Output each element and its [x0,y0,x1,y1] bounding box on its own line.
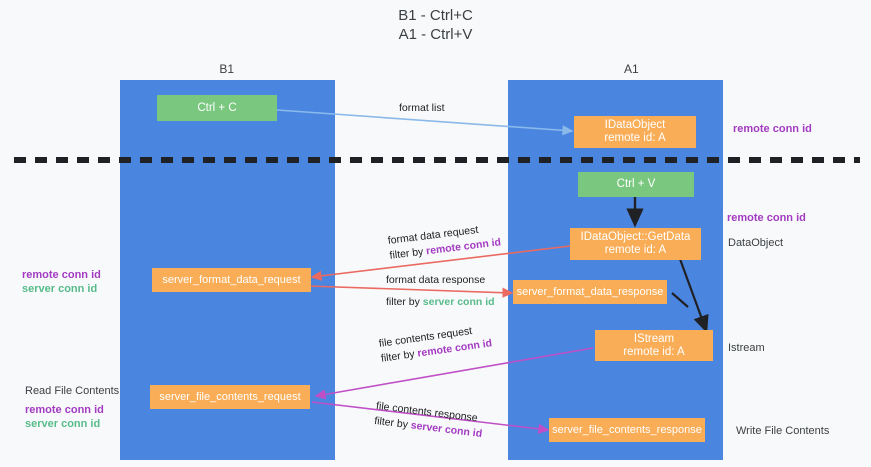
caption-filter-prefix: filter by [388,245,427,262]
box-server-file-contents-request[interactable]: server_file_contents_request [150,385,310,409]
label-left-server-conn-id-2: server conn id [25,418,101,430]
column-header-a1-name: A1 [624,62,639,76]
label-right-data-object: DataObject [728,237,784,249]
page-title: B1 - Ctrl+C A1 - Ctrl+V [398,7,473,43]
box-server-format-data-request[interactable]: server_format_data_request [152,268,311,292]
column-header-b1-name: B1 [219,62,235,76]
box-istream[interactable]: IStream remote id: A [595,330,713,361]
caption-file-contents-request: file contents request filter by remote c… [378,321,493,366]
label-right-remote-conn-id-top: remote conn id [733,123,812,135]
caption-format-data-response: format data response filter by server co… [386,273,495,310]
label-left-server-conn-id: server conn id [22,283,98,295]
box-ctrl-c[interactable]: Ctrl + C [157,95,277,121]
caption-filter-prefix-4: filter by [373,414,412,432]
label-right-istream: Istream [728,342,765,354]
box-get-data[interactable]: IDataObject::GetData remote id: A [570,228,701,260]
box-server-file-contents-response[interactable]: server_file_contents_response [549,418,705,442]
caption-format-data-request: format data request filter by remote con… [387,220,502,263]
caption-filter-prefix-3: filter by [380,347,419,365]
caption-file-contents-response: file contents response filter by server … [373,399,484,442]
label-right-write-file-contents: Write File Contents [736,425,830,437]
label-left-remote-conn-id-2: remote conn id [25,404,104,416]
caption-filter-key-server: server conn id [422,296,495,308]
label-right-remote-conn-id-mid: remote conn id [727,212,806,224]
label-left-read-file-contents: Read File Contents [25,385,120,397]
caption-format-list: format list [399,102,445,114]
caption-filter-prefix-2: filter by [386,296,423,308]
box-server-format-data-response[interactable]: server_format_data_response [513,280,667,304]
box-ctrl-v[interactable]: Ctrl + V [578,172,694,197]
box-data-object-remote[interactable]: IDataObject remote id: A [574,116,696,148]
label-left-remote-conn-id: remote conn id [22,269,101,281]
caption-format-data-response-line1: format data response [386,274,486,286]
caption-format-data-response-line2: filter by server conn id [386,295,495,310]
